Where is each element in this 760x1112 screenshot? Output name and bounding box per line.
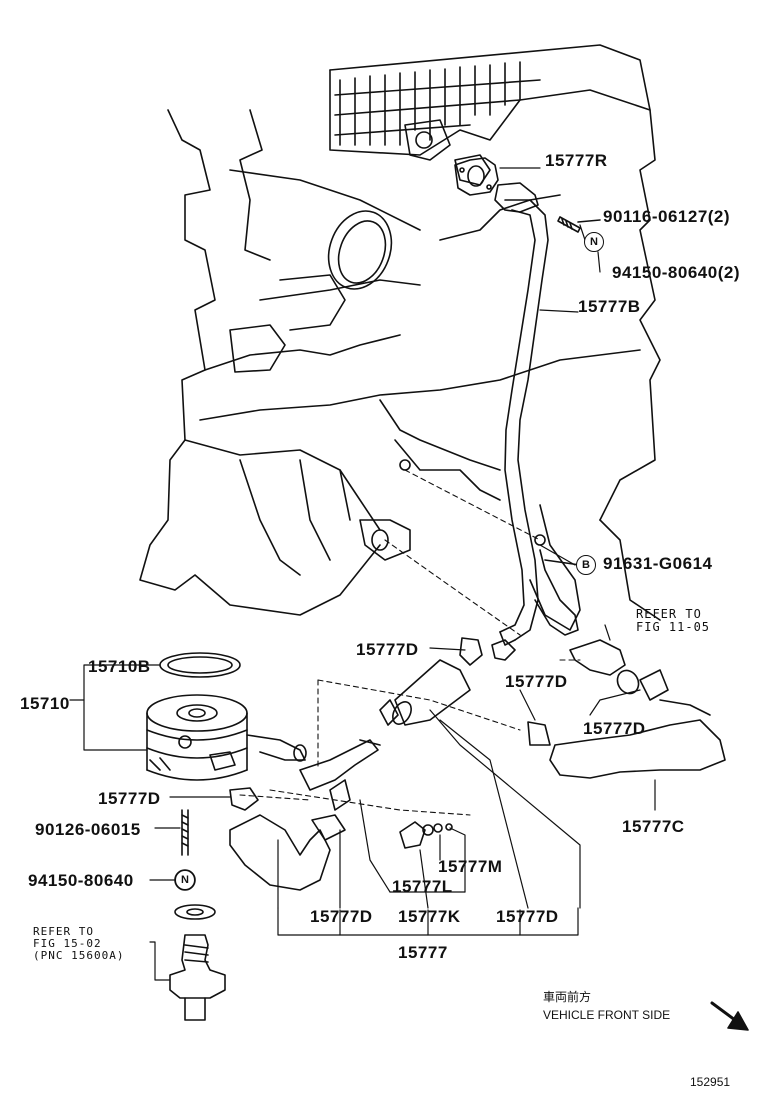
part-label-15777D-d: 15777D (98, 789, 161, 808)
part-label-15710B: 15710B (88, 657, 151, 676)
part-label-15777R: 15777R (545, 151, 608, 170)
oil-cooler-15710 (146, 652, 307, 781)
part-label-15777D-e: 15777D (310, 907, 373, 926)
part-label-15777: 15777 (398, 943, 448, 962)
reference-fig-15-02: REFER TO FIG 15-02 (PNC 15600A) (33, 925, 125, 962)
leader-lines (69, 167, 656, 981)
part-label-15777L: 15777L (392, 877, 453, 896)
figure-number: 152951 (690, 1075, 731, 1089)
nut-n-badge: N (584, 232, 604, 252)
reference-fig-11-05: REFER TO FIG 11-05 (636, 607, 711, 634)
part-label-15777C: 15777C (622, 817, 685, 836)
orientation-jp: 車両前方 (543, 990, 592, 1004)
part-label-15710: 15710 (20, 694, 70, 713)
nut-n-badge-lower: N (175, 870, 195, 890)
part-label-90126: 90126-06015 (35, 820, 141, 839)
part-label-15777M: 15777M (438, 857, 503, 876)
front-arrow-icon (710, 1001, 749, 1031)
part-label-15777D-c: 15777D (583, 719, 646, 738)
part-label-15777K: 15777K (398, 907, 461, 926)
part-label-15777B: 15777B (578, 297, 641, 316)
fittings-klm (399, 821, 453, 849)
dashed-guides (239, 469, 581, 816)
gasket-15777R (454, 157, 499, 196)
engine-block (139, 44, 661, 631)
part-label-94150-bottom: 94150-80640 (28, 871, 134, 890)
pipe-15777B (491, 182, 549, 661)
part-label-91631: 91631-G0614 (603, 554, 713, 573)
part-label-94150-top: 94150-80640(2) (612, 263, 740, 282)
bolt-90116 (557, 216, 601, 233)
part-label-90116: 90116-06127(2) (603, 207, 731, 226)
orientation-en: VEHICLE FRONT SIDE (543, 1008, 671, 1022)
clamps-15777D (229, 637, 669, 841)
part-label-15777D-a: 15777D (356, 640, 419, 659)
part-label-15777D-b: 15777D (505, 672, 568, 691)
bolt-b-badge: B (576, 555, 596, 575)
part-label-15777D-f: 15777D (496, 907, 559, 926)
hose-assembly (229, 639, 726, 891)
union-bolt (169, 904, 226, 1021)
